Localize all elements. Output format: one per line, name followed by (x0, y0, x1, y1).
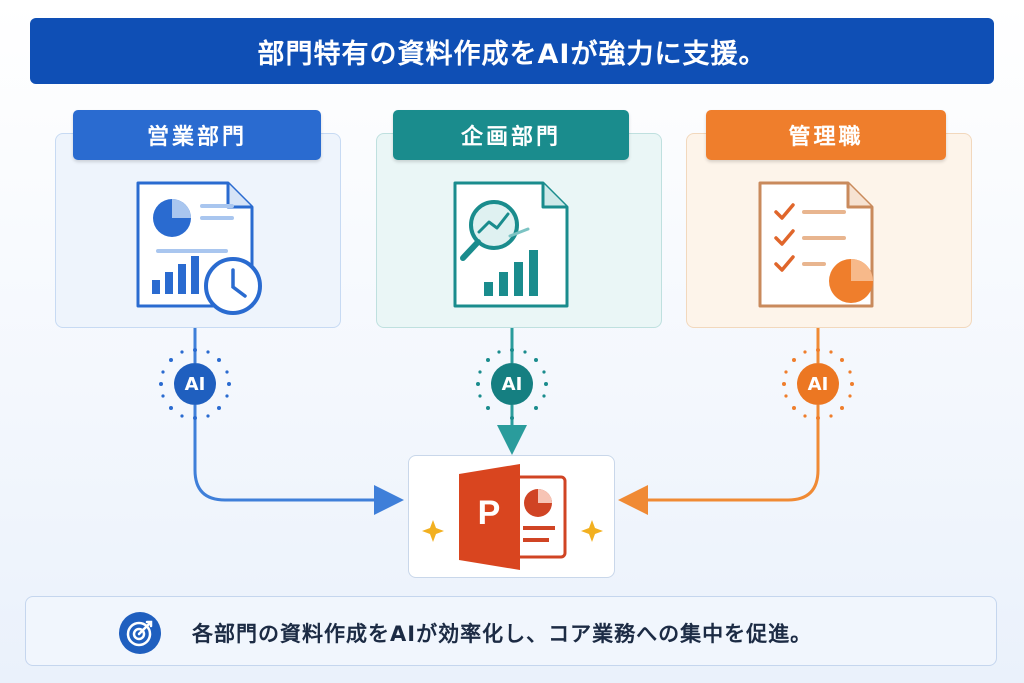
planning-dept-label: 企画部門 (393, 110, 629, 160)
planning-ai-badge: AI (491, 363, 533, 405)
sales-ai-badge: AI (174, 363, 216, 405)
analysis-magnifier-icon (453, 181, 569, 308)
summary-footer (25, 596, 997, 666)
sales-ai-halo (159, 348, 231, 420)
plan-ai-halo (476, 348, 548, 420)
sales-dept-label: 営業部門 (73, 110, 321, 160)
summary-text: 各部門の資料作成をAIが効率化し、コア業務への集中を促進。 (192, 622, 813, 646)
checklist-pie-icon (758, 181, 874, 308)
page-title: 部門特有の資料作成をAIが強力に支援。 (30, 18, 994, 84)
sales-arrow (193, 405, 404, 515)
powerpoint-letter: P (477, 494, 501, 532)
target-icon (119, 612, 161, 654)
report-clock-icon (136, 181, 262, 315)
management-dept-label: 管理職 (706, 110, 946, 160)
mgmt-ai-halo (782, 348, 854, 420)
management-ai-badge: AI (797, 363, 839, 405)
presentation-output-box (408, 455, 615, 578)
mgmt-arrow (618, 405, 820, 515)
